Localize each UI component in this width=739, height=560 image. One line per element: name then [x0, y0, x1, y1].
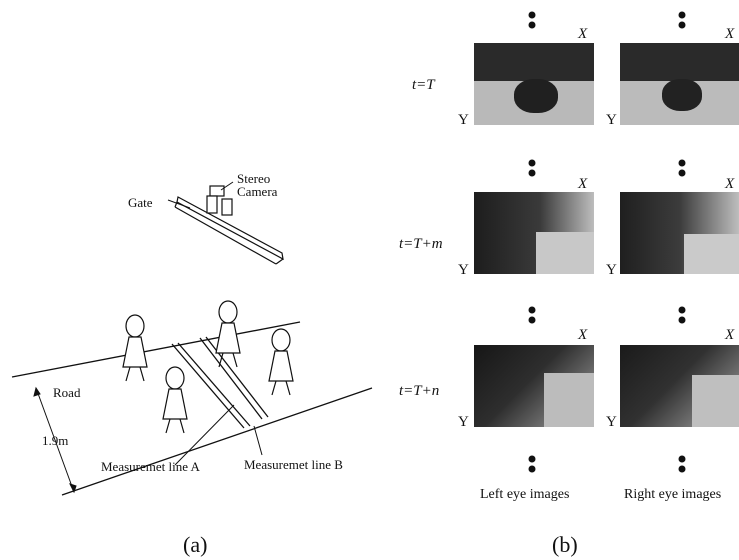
camera-label-line1: Stereo [237, 171, 271, 186]
pedestrian-figure [215, 300, 241, 368]
ellipsis-dot [528, 169, 536, 177]
caption-b: (b) [552, 532, 578, 557]
line-a-label: Measuremet line A [101, 459, 200, 474]
ellipsis-dot [678, 455, 686, 463]
ellipsis-dot [678, 169, 686, 177]
line-a-leader [174, 404, 235, 466]
gate-leader [167, 199, 191, 209]
y-axis-label: Y [458, 414, 469, 430]
right-image-tm [620, 192, 739, 274]
ellipsis-dot [528, 465, 536, 473]
pedestrian-figure [122, 314, 148, 382]
right-eye-title: Right eye images [624, 487, 722, 502]
y-axis-label: Y [606, 262, 617, 278]
ellipsis-dot [678, 11, 686, 19]
time-label-t: t=T [412, 77, 435, 93]
ellipsis-dot [528, 455, 536, 463]
gate [174, 196, 284, 265]
road [11, 321, 373, 496]
ellipsis-dot [528, 11, 536, 19]
ellipsis-dot [528, 306, 536, 314]
left-image-tm [474, 192, 594, 274]
stereo-camera [206, 185, 233, 216]
x-axis-label: X [725, 327, 735, 343]
x-axis-label: X [578, 327, 588, 343]
right-image-tn [620, 345, 739, 427]
width-label: 1.9m [42, 433, 69, 448]
x-axis-label: X [725, 176, 735, 192]
ellipsis-dot [528, 21, 536, 29]
y-axis-label: Y [458, 112, 469, 128]
line-b-leader [253, 425, 263, 456]
y-axis-label: Y [606, 414, 617, 430]
time-label-tn: t=T+n [399, 383, 440, 399]
ellipsis-dot [678, 316, 686, 324]
line-b-label: Measuremet line B [244, 457, 343, 472]
x-axis-label: X [725, 26, 735, 42]
camera-label-line2: Camera [237, 184, 278, 199]
x-axis-label: X [578, 176, 588, 192]
ellipsis-dot [678, 21, 686, 29]
ellipsis-dot [678, 465, 686, 473]
x-axis-label: X [578, 26, 588, 42]
ellipsis-dot [528, 159, 536, 167]
caption-a: (a) [183, 532, 208, 557]
gate-label: Gate [128, 195, 153, 210]
pedestrian-figure [268, 328, 294, 396]
road-label: Road [53, 385, 81, 400]
camera-leader [220, 181, 234, 191]
ellipsis-dot [678, 159, 686, 167]
left-image-t0 [474, 43, 594, 125]
y-axis-label: Y [458, 262, 469, 278]
ellipsis-dot [678, 306, 686, 314]
y-axis-label: Y [606, 112, 617, 128]
width-dimension [33, 386, 77, 494]
right-image-t0 [620, 43, 739, 125]
time-label-tm: t=T+m [399, 236, 443, 252]
pedestrian-figure [162, 366, 188, 434]
left-eye-title: Left eye images [480, 487, 570, 502]
ellipsis-dot [528, 316, 536, 324]
left-image-tn [474, 345, 594, 427]
